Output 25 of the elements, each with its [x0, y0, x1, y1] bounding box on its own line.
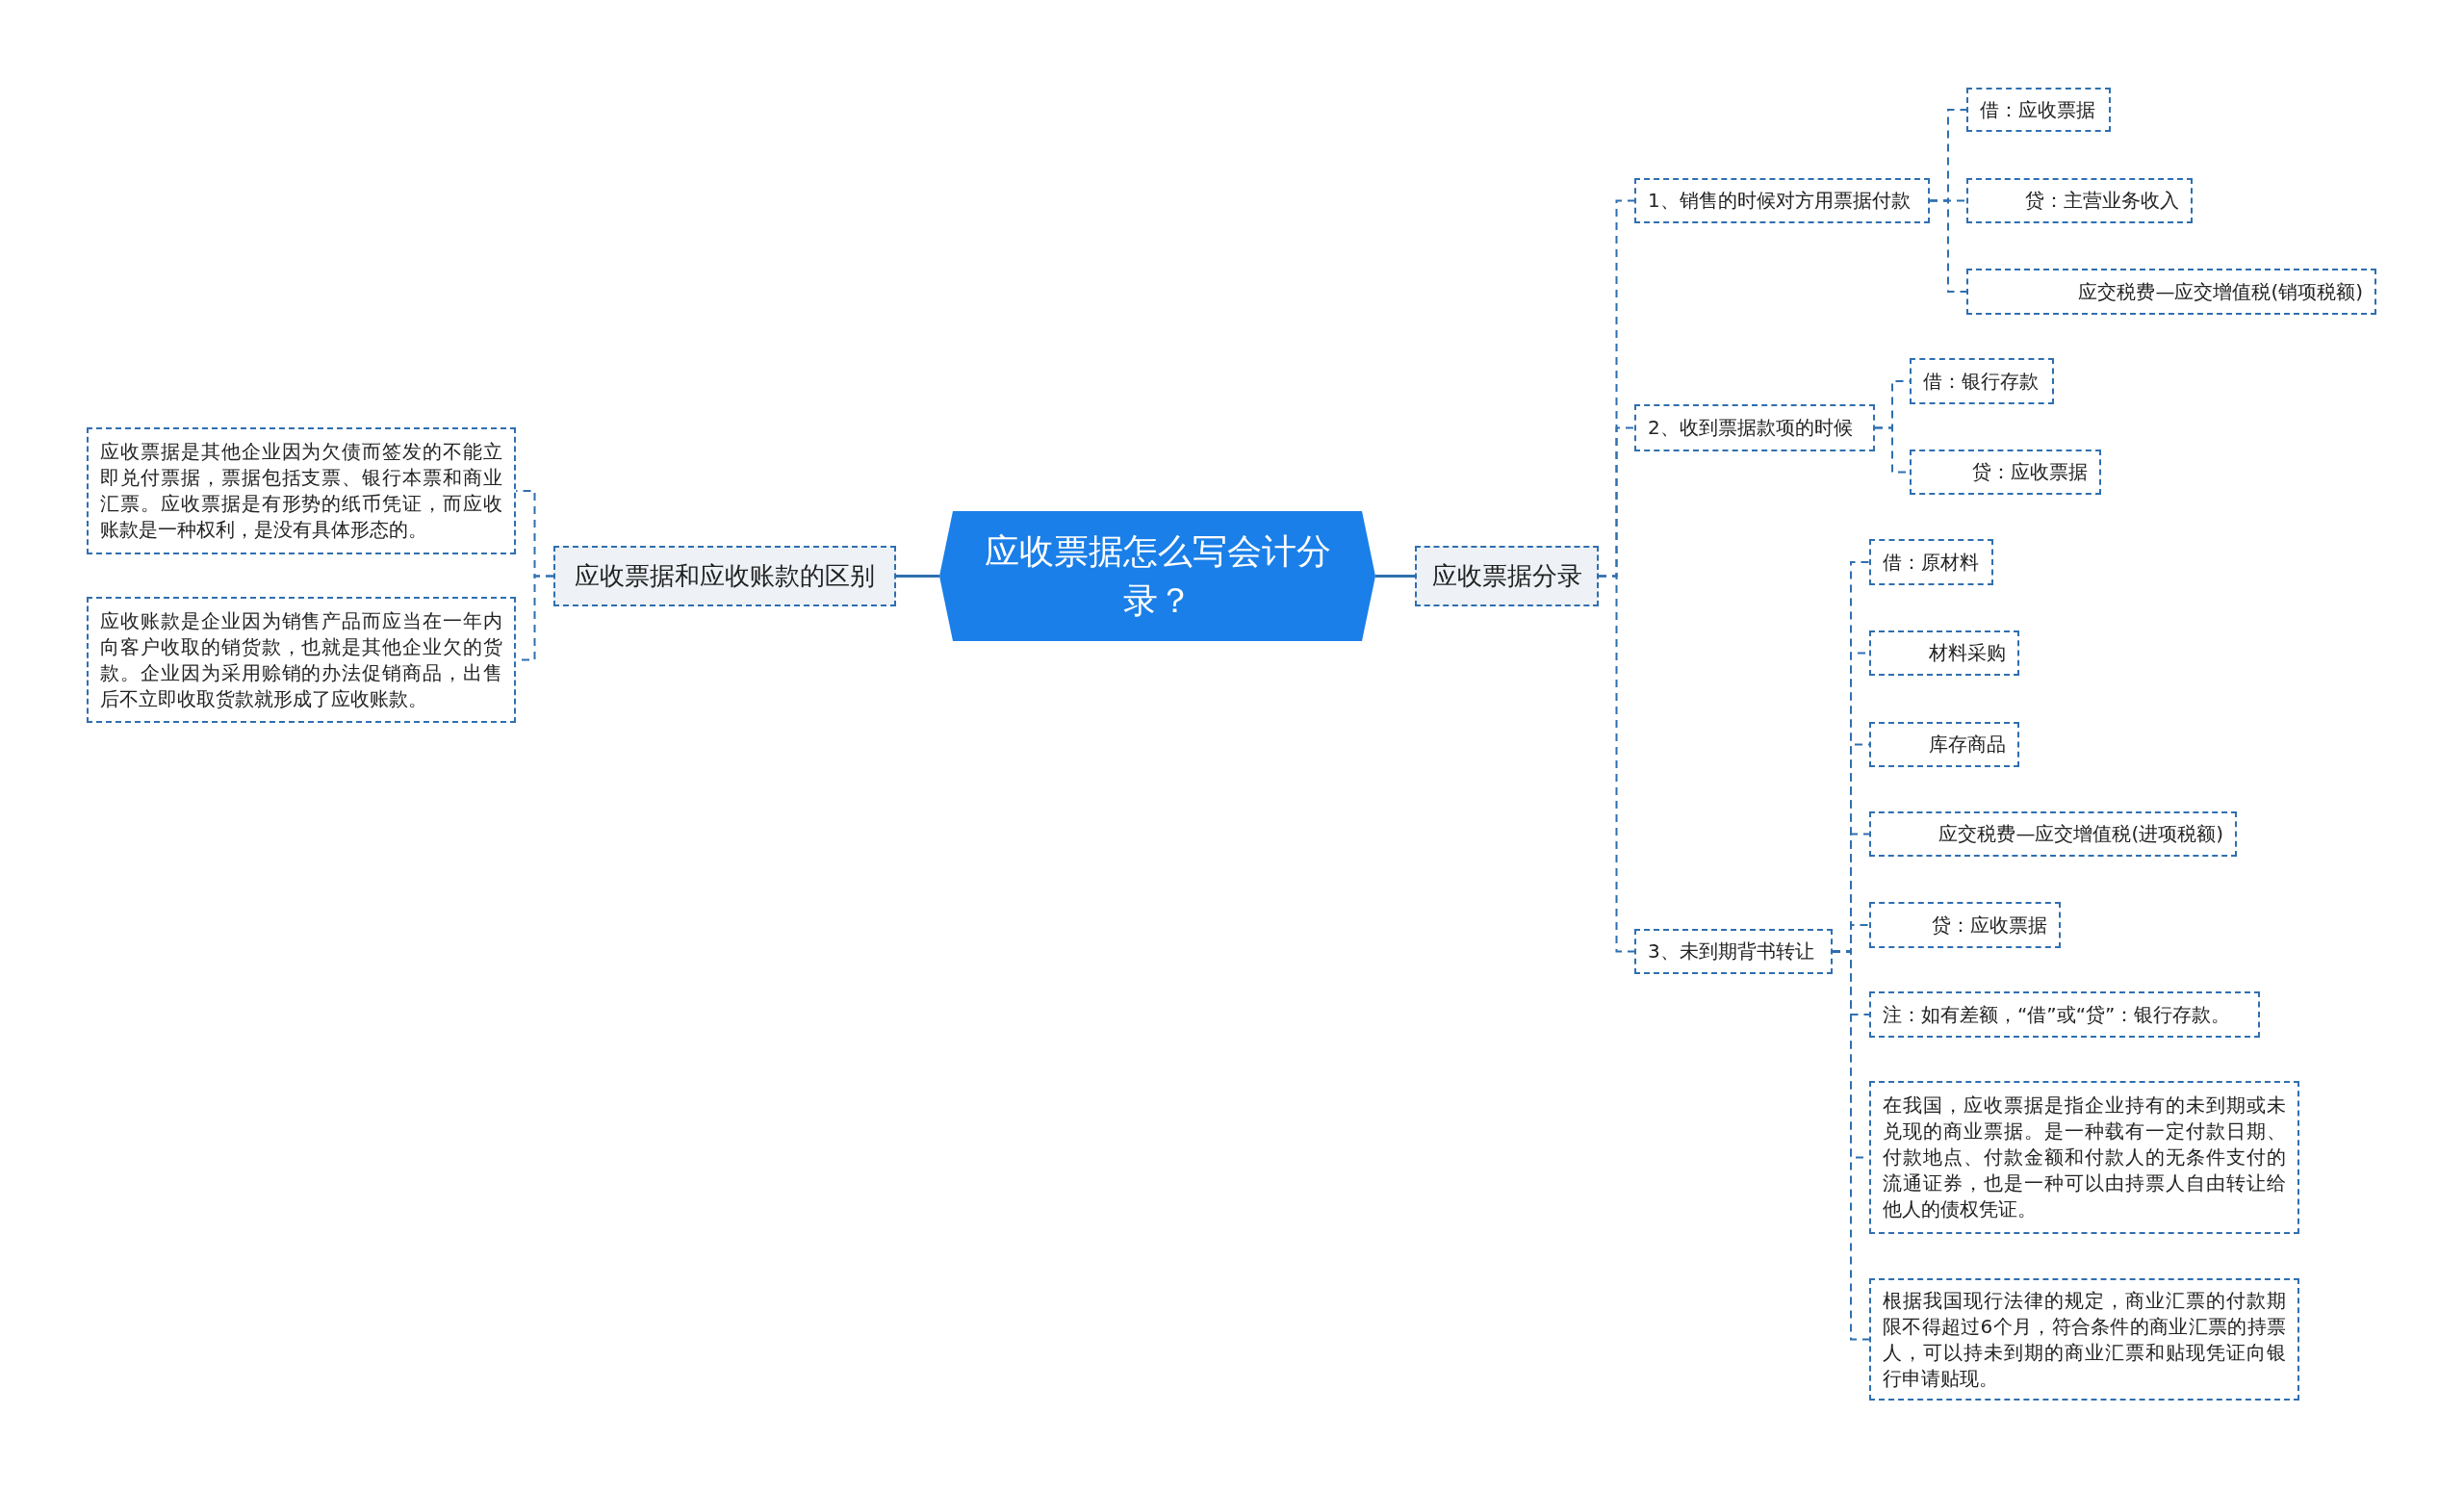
branch-box: 应收票据分录 — [1415, 546, 1599, 606]
note-box: 在我国，应收票据是指企业持有的未到期或未兑现的商业票据。是一种载有一定付款日期、付款地点、付款金额和付款人的无条件支付的流通证券，也是一种可以由持票人自由转让给他人的债权凭证。 — [1869, 1081, 2299, 1234]
entry-box: 3、未到期背书转让 — [1634, 929, 1833, 974]
entry-box: 应交税费—应交增值税(销项税额) — [1966, 269, 2376, 315]
entry-box: 注：如有差额，“借”或“贷”：银行存款。 — [1869, 991, 2260, 1038]
connector-line — [1598, 575, 1635, 953]
entry-box: 贷：应收票据 — [1869, 902, 2061, 948]
branch-box: 应收票据和应收账款的区别 — [553, 546, 896, 606]
entry-box: 材料采购 — [1869, 630, 2019, 676]
entry-box: 贷：主营业务收入 — [1966, 178, 2193, 223]
entry-box: 1、销售的时候对方用票据付款 — [1634, 178, 1930, 223]
note-box: 应收票据是其他企业因为欠债而签发的不能立即兑付票据，票据包括支票、银行本票和商业汇票。应收票据是有形势的纸币凭证，而应收账款是一种权利，是没有具体形态的。 — [87, 427, 516, 554]
entry-box: 应交税费—应交增值税(进项税额) — [1869, 811, 2237, 857]
connector-line — [896, 575, 939, 578]
connector-line — [1375, 575, 1415, 578]
entry-box: 库存商品 — [1869, 722, 2019, 767]
connector-line — [1929, 199, 1967, 293]
entry-box: 借：原材料 — [1869, 539, 1993, 585]
entry-box: 贷：应收票据 — [1910, 450, 2101, 495]
topic-hexagon: 应收票据怎么写会计分录？ — [939, 511, 1375, 641]
entry-box: 2、收到票据款项的时候 — [1634, 404, 1875, 451]
note-box: 应收账款是企业因为销售产品而应当在一年内向客户收取的销货款，也就是其他企业欠的货款。企业因为采用赊销的办法促销商品，出售后不立即收取货款就形成了应收账款。 — [87, 597, 516, 723]
entry-box: 借：应收票据 — [1966, 88, 2111, 132]
entry-box: 借：银行存款 — [1910, 358, 2054, 404]
note-box: 根据我国现行法律的规定，商业汇票的付款期限不得超过6个月，符合条件的商业汇票的持票人，可以持未到期的商业汇票和贴现凭证向银行申请贴现。 — [1869, 1278, 2299, 1401]
